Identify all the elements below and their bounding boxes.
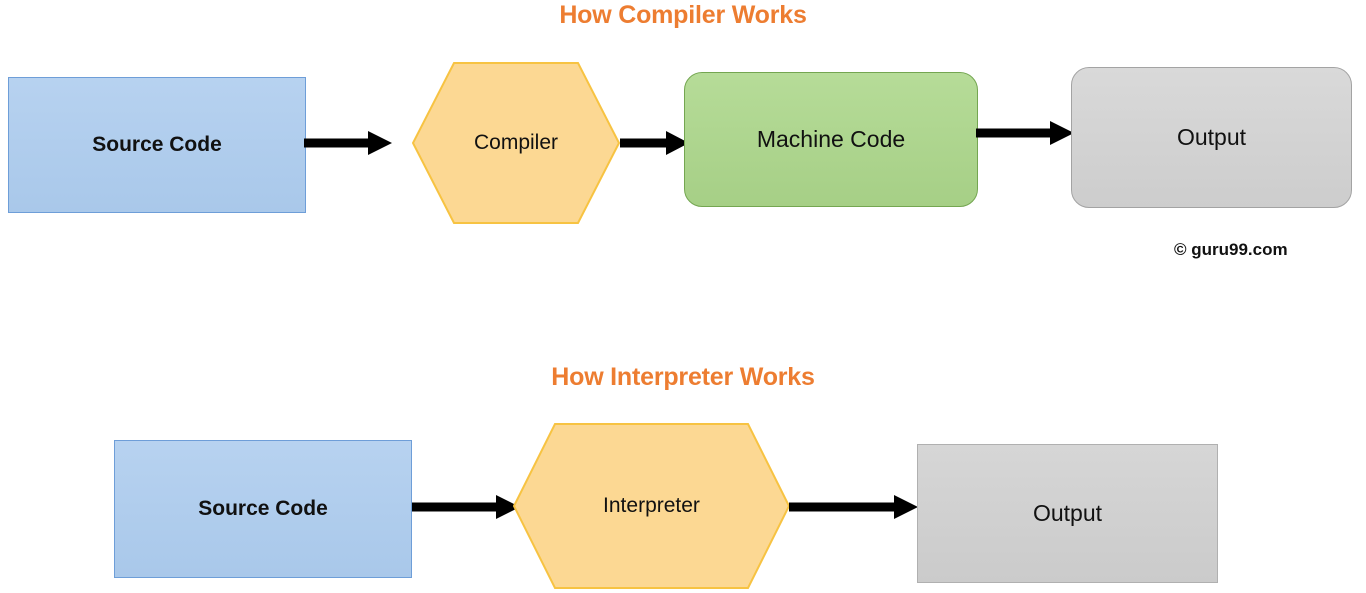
hexagon-shape — [412, 62, 620, 224]
node-interpreter-interpreter: Interpreter — [513, 423, 790, 589]
node-label: Interpreter — [603, 494, 700, 517]
node-label: Source Code — [198, 497, 328, 520]
node-compiler-output: Output — [1071, 67, 1352, 208]
node-interpreter-source-code: Source Code — [114, 440, 412, 578]
arrow-machine-code-to-output — [976, 121, 1074, 145]
node-label: Source Code — [92, 133, 222, 156]
arrow-interpreter-to-output — [789, 495, 918, 519]
node-compiler-machine-code: Machine Code — [684, 72, 978, 207]
node-label: Machine Code — [756, 126, 906, 152]
node-compiler-compiler: Compiler — [412, 62, 620, 224]
compiler-section-title: How Compiler Works — [559, 1, 807, 29]
node-label: Output — [1032, 500, 1103, 526]
node-label: Compiler — [473, 131, 559, 154]
interpreter-section-title: How Interpreter Works — [551, 363, 815, 391]
arrow-source-code-to-compiler — [304, 131, 392, 155]
arrow-compiler-to-machine-code — [620, 131, 689, 155]
arrow-source-code-to-interpreter — [412, 495, 520, 519]
node-interpreter-output: Output — [917, 444, 1218, 583]
node-label: Output — [1176, 124, 1247, 150]
hexagon-shape — [513, 423, 790, 589]
watermark-guru99: © guru99.com — [1174, 240, 1288, 259]
node-compiler-source-code: Source Code — [8, 77, 306, 213]
